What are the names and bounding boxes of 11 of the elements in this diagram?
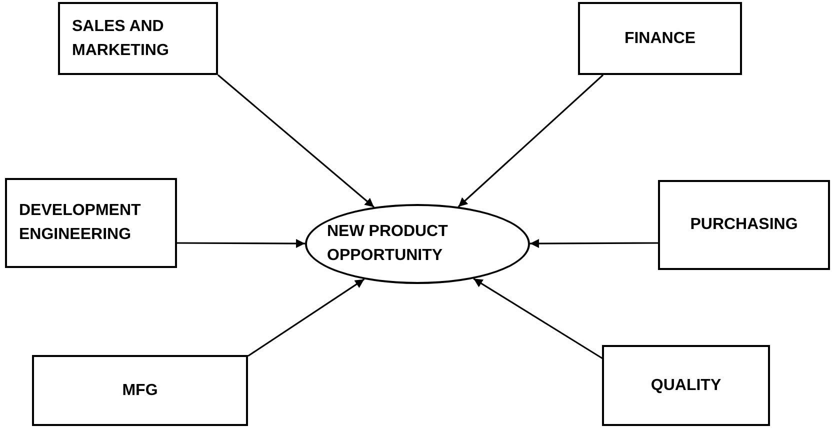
department-box: PURCHASING — [658, 180, 830, 270]
department-box: FINANCE — [578, 2, 742, 75]
department-box: QUALITY — [602, 345, 770, 426]
arrow — [217, 74, 374, 208]
department-box: MFG — [32, 355, 248, 426]
department-box: SALES AND MARKETING — [58, 2, 218, 75]
opportunity-ellipse: NEW PRODUCT OPPORTUNITY — [305, 204, 530, 284]
arrow — [248, 278, 365, 357]
department-box: DEVELOPMENT ENGINEERING — [5, 178, 177, 268]
arrow — [177, 239, 306, 248]
arrow — [530, 239, 658, 248]
